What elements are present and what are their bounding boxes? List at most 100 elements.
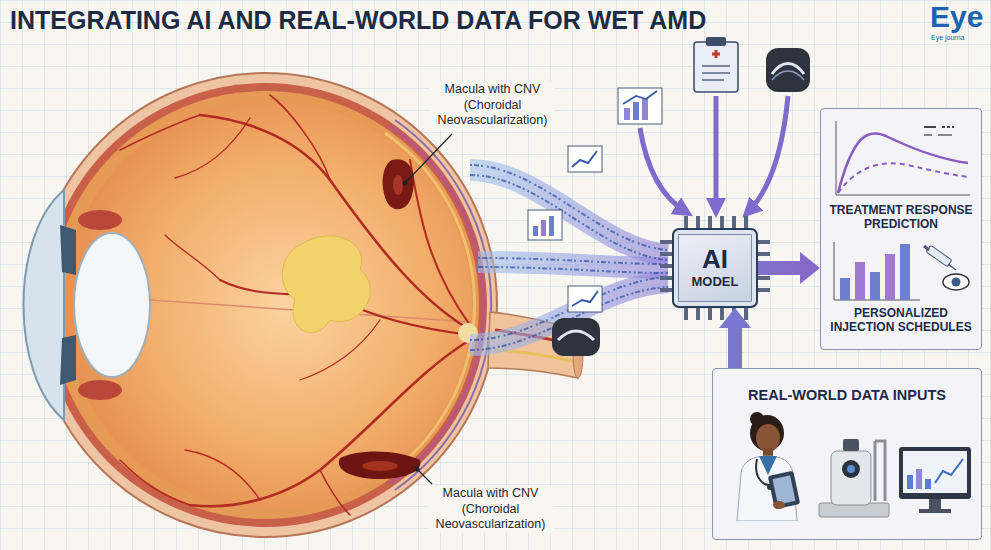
cornea (60, 225, 76, 275)
monitor-icon (935, 459, 963, 483)
syringe-icon (943, 274, 969, 290)
clinician-icon (756, 459, 769, 485)
line-chart (836, 121, 970, 195)
monitor-icon (929, 499, 941, 509)
data-icon (623, 91, 657, 104)
arrow-shaft (728, 327, 742, 368)
bar-chart (834, 242, 920, 300)
data-icon (702, 66, 730, 80)
syringe-icon (926, 245, 952, 266)
oct-scanner-icon (831, 451, 871, 505)
data-icon (694, 42, 738, 92)
data-icon (766, 48, 810, 92)
input-arrow (748, 96, 788, 212)
data-stream (470, 165, 668, 250)
eyeball (33, 73, 497, 537)
leader-line (415, 467, 419, 471)
cornea (78, 210, 122, 230)
output-panel: TREATMENT RESPONSE PREDICTION PERSONALIZ… (820, 108, 982, 350)
clinician-icon (768, 471, 801, 510)
syringe-icon (924, 246, 929, 250)
data-stream (470, 170, 668, 255)
ai-chip: AIMODEL (672, 228, 758, 308)
input-arrow (640, 128, 686, 212)
line-chart (924, 134, 952, 136)
eyeball (64, 101, 472, 509)
bar-chart (870, 272, 880, 300)
cornea (60, 335, 76, 385)
callout-label: Macula with CNV (Choroidal Neovasculariz… (430, 82, 555, 129)
retina-vessels (120, 115, 200, 150)
data-icon (568, 146, 602, 172)
retina-vessels (320, 470, 350, 515)
node-text: TREATMENT RESPONSE PREDICTION (826, 203, 976, 232)
data-icon (558, 331, 594, 340)
data-icon (633, 102, 639, 120)
cornea (78, 380, 122, 400)
eyeball (43, 83, 487, 527)
clinician-icon (759, 456, 777, 475)
oct-scanner-icon (843, 439, 859, 451)
data-icon (572, 291, 598, 306)
oct-scanner-icon (847, 465, 855, 473)
cornea (24, 190, 65, 420)
leader-line (406, 134, 452, 182)
clinician-icon (756, 424, 780, 452)
syringe-icon (952, 277, 961, 286)
journal-subtitle: Eye journa (931, 34, 964, 41)
data-icon (642, 98, 648, 120)
callout-label: Macula with CNV (Choroidal Neovasculariz… (428, 486, 553, 533)
bar-chart (828, 238, 974, 304)
cornea (74, 233, 150, 377)
node-text: AI (702, 246, 728, 272)
cnv-lesion (383, 159, 414, 209)
cnv-lesion (362, 461, 398, 471)
monitor-icon (916, 469, 922, 489)
monitor-icon (919, 509, 951, 513)
data-icon (706, 37, 726, 46)
clinician-icon (750, 412, 764, 426)
data-icon (533, 226, 538, 236)
monitor-icon (899, 447, 971, 513)
line-chart (838, 133, 968, 193)
input-arrow (714, 96, 719, 210)
chip-pins (660, 216, 770, 320)
data-icon (528, 37, 810, 356)
flow-arrow (719, 308, 751, 368)
data-icon (549, 216, 554, 236)
input-icons (719, 411, 975, 521)
data-icon (528, 210, 562, 240)
retina-vessels (120, 95, 470, 515)
syringe-icon (948, 264, 956, 270)
line-chart (942, 126, 954, 128)
node-text: PERSONALIZED INJECTION SCHEDULES (826, 306, 976, 335)
data-icon (568, 286, 602, 312)
data-stream (470, 175, 668, 260)
arrow-head (719, 308, 751, 328)
cnv-lesion (339, 451, 421, 479)
journal-logo: Eye (930, 2, 983, 32)
data-icon (772, 71, 804, 80)
line-chart (838, 163, 968, 193)
monitor-icon (907, 475, 913, 489)
eyeball (385, 133, 475, 477)
bar-chart (840, 278, 850, 300)
bar-chart (900, 244, 910, 300)
input-arrow (640, 96, 788, 212)
input-panel: REAL-WORLD DATA INPUTS (712, 368, 982, 540)
leader-line (403, 181, 407, 185)
bar-chart (855, 262, 865, 300)
data-stream (478, 267, 668, 273)
syringe-icon (924, 245, 969, 290)
line-chart (924, 126, 936, 128)
clinician-icon (737, 456, 797, 521)
monitor-icon (925, 479, 931, 489)
arrow-shaft (758, 261, 801, 275)
leader-line (403, 134, 452, 484)
retina-vessels (120, 460, 190, 505)
cnv-lesion (339, 159, 421, 479)
retina-vessels (270, 95, 330, 180)
retina-vessels (190, 340, 470, 506)
clinician-icon (772, 475, 795, 504)
